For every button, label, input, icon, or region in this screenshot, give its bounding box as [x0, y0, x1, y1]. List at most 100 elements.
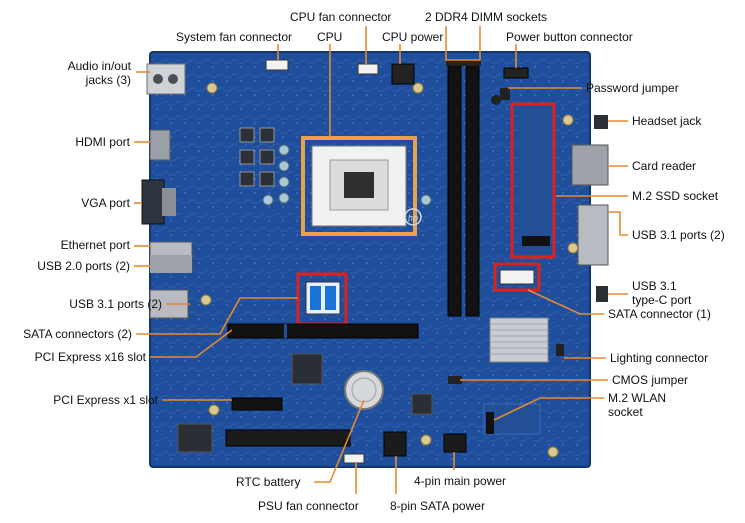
label-usb31-typec-line2: type-C port	[632, 293, 692, 307]
sata-port-b	[325, 286, 336, 310]
audio-jack	[168, 74, 178, 84]
motherboard: hp	[141, 51, 609, 468]
label-pcie-x1-slot: PCI Express x1 slot	[53, 393, 158, 407]
mounting-holes	[200, 82, 579, 458]
vrm-components	[239, 127, 275, 187]
capacitor	[278, 144, 290, 156]
inductor	[239, 171, 255, 187]
mounting-hole	[547, 446, 559, 458]
mounting-hole	[206, 82, 218, 94]
label-vga-port: VGA port	[81, 196, 130, 210]
headset-jack-connector	[594, 115, 608, 129]
password-jumper-cap	[491, 95, 501, 105]
mounting-hole	[208, 404, 220, 416]
label-password-jumper: Password jumper	[586, 81, 679, 95]
callout-labels: System fan connector CPU fan connector C…	[23, 10, 725, 513]
label-dimm-sockets: 2 DDR4 DIMM sockets	[425, 10, 547, 24]
chip	[411, 393, 433, 415]
mounting-hole	[412, 82, 424, 94]
inductor	[239, 127, 255, 143]
label-hdmi-port: HDMI port	[75, 135, 130, 149]
label-cmos-jumper: CMOS jumper	[612, 373, 688, 387]
leader-sata-2	[136, 297, 298, 335]
label-card-reader: Card reader	[632, 159, 696, 173]
capacitor	[278, 160, 290, 172]
inductor	[259, 149, 275, 165]
cpu-power-header	[391, 63, 415, 85]
label-m2-ssd-socket: M.2 SSD socket	[632, 189, 719, 203]
label-usb31-typec-line1: USB 3.1	[632, 279, 677, 293]
label-usb31-ports-left: USB 3.1 ports (2)	[69, 297, 162, 311]
leader-lines	[134, 26, 628, 494]
leader-pcie-x16	[150, 329, 233, 358]
label-cpu-fan-connector: CPU fan connector	[290, 10, 391, 24]
chipset-heatsink	[489, 317, 549, 363]
lighting-connector-header	[556, 344, 564, 356]
label-m2-wlan-line2: socket	[608, 405, 643, 419]
svg-text:hp: hp	[408, 213, 418, 223]
power-button-header	[503, 67, 529, 79]
capacitor	[262, 194, 274, 206]
m2-ssd-connector	[522, 236, 550, 246]
audio-jack	[153, 74, 163, 84]
capacitors	[262, 144, 432, 206]
mounting-hole	[200, 294, 212, 306]
label-psu-fan-connector: PSU fan connector	[258, 499, 359, 513]
leader-rtc	[314, 399, 365, 483]
vga-connector-shell	[162, 188, 176, 216]
password-jumper-header	[500, 88, 510, 100]
label-audio-jacks-line1: Audio in/out	[68, 59, 132, 73]
capacitor	[278, 176, 290, 188]
label-ethernet-port: Ethernet port	[61, 238, 131, 252]
label-rtc-battery: RTC battery	[236, 475, 300, 489]
dimm-slot-2	[465, 65, 480, 317]
chip	[177, 423, 213, 453]
label-headset-jack: Headset jack	[632, 114, 702, 128]
inductor	[239, 149, 255, 165]
mounting-hole	[562, 114, 574, 126]
hdmi-connector	[149, 129, 171, 161]
vga-connector	[141, 179, 165, 225]
label-power-button-connector: Power button connector	[506, 30, 633, 44]
mounting-hole	[567, 242, 579, 254]
usb20-connector	[150, 255, 192, 273]
sata-power-header	[383, 431, 407, 457]
m2-ssd-area	[518, 108, 554, 254]
pcie-x16-slot	[227, 323, 419, 339]
capacitor	[278, 192, 290, 204]
label-system-fan-connector: System fan connector	[176, 30, 292, 44]
sata-port-a	[310, 286, 321, 310]
dimm-latch	[446, 60, 481, 66]
audio-jacks	[146, 63, 186, 95]
label-usb31-ports-right: USB 3.1 ports (2)	[632, 228, 725, 242]
label-four-pin-main-power: 4-pin main power	[414, 474, 506, 488]
label-sata-connector-1: SATA connector (1)	[608, 307, 711, 321]
dimm-slot-1	[447, 65, 462, 317]
m2-ssd-highlight	[510, 102, 556, 259]
hp-logo-icon: hp	[404, 208, 422, 226]
m2-wlan-connector	[486, 412, 494, 434]
card-reader-slot	[571, 144, 609, 186]
usb-typec-connector	[596, 286, 608, 302]
cpu-fan-header	[357, 63, 379, 75]
label-cpu-power: CPU power	[382, 30, 443, 44]
leader-sata-1	[527, 289, 604, 315]
leader-m2-wlan	[493, 397, 604, 421]
system-fan-header	[265, 59, 289, 71]
label-usb20-ports: USB 2.0 ports (2)	[37, 259, 130, 273]
pcie-x1-slot	[231, 397, 283, 411]
rtc-battery-cell	[344, 370, 384, 410]
inductor	[259, 127, 275, 143]
heatsink-fins	[490, 323, 548, 355]
main-power-header	[443, 433, 467, 453]
cpu-socket-frame	[301, 136, 417, 236]
psu-fan-header	[343, 453, 365, 464]
label-lighting-connector: Lighting connector	[610, 351, 708, 365]
pcie-x16-slot-key	[284, 324, 287, 338]
front-panel-header	[225, 429, 351, 447]
leader-dimm	[445, 26, 481, 61]
label-m2-wlan-line1: M.2 WLAN	[608, 391, 666, 405]
capacitor	[420, 194, 432, 206]
sata-connector-single	[499, 269, 535, 285]
